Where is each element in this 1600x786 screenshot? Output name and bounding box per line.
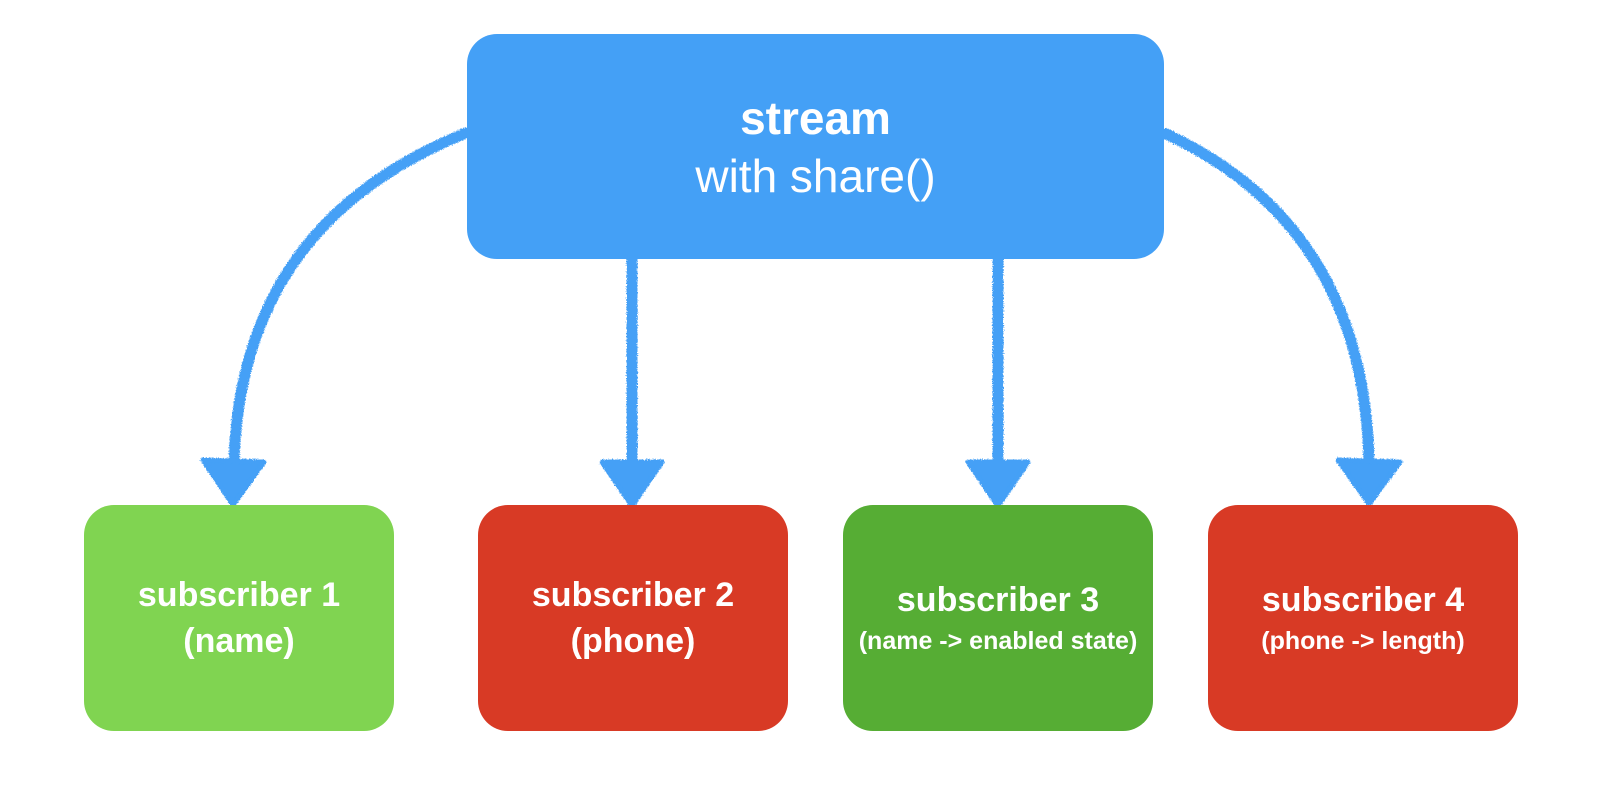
arrow-to-subscriber-1 [200,127,472,508]
subscriber-1-box: subscriber 1 (name) [84,505,394,731]
arrow-to-subscriber-2 [599,252,665,509]
subscriber-1-title: subscriber 1 [137,576,341,614]
subscriber-3-box: subscriber 3 (name -> enabled state) [843,505,1153,731]
subscriber-4-title: subscriber 4 [1261,581,1465,619]
subscriber-2-title: subscriber 2 [531,576,735,614]
stream-subtitle: with share() [695,149,936,202]
subscriber-4-detail: (phone -> length) [1261,627,1465,655]
subscriber-3-detail: (name -> enabled state) [858,627,1138,655]
stream-source-box: stream with share() [467,34,1164,259]
subscriber-1-detail: (name) [183,622,295,660]
arrow-to-subscriber-4 [1158,127,1403,507]
subscriber-4-box: subscriber 4 (phone -> length) [1208,505,1518,731]
subscriber-3-title: subscriber 3 [896,581,1100,619]
stream-title: stream [740,91,891,144]
arrow-to-subscriber-3 [965,252,1031,509]
subscriber-2-detail: (phone) [570,622,696,660]
subscriber-2-box: subscriber 2 (phone) [478,505,788,731]
